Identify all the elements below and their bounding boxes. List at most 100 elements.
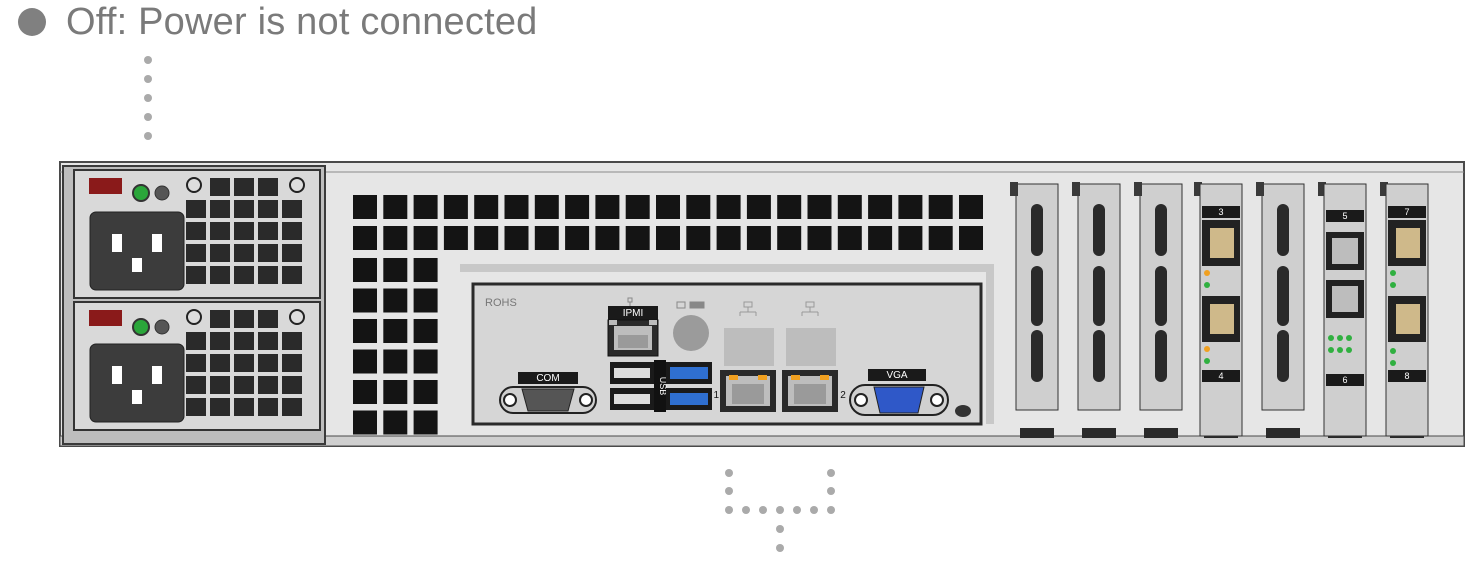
slot-vent [1277,266,1289,326]
vent-hole [413,410,438,435]
power-supply-2 [73,301,321,431]
vent-hole [413,258,438,282]
vent-hole [504,195,529,219]
vent-hole [716,226,741,250]
vent-hole [868,226,893,250]
lan2-label: 2 [840,390,846,401]
vent-hole [353,380,377,404]
vent-hole [686,195,711,219]
slot-vent [1031,266,1043,326]
rohs-label: ROHS [485,297,517,309]
usb-ports[interactable]: USB [610,360,712,412]
slot-latch [1134,182,1142,196]
screw-icon [289,177,305,193]
status-dot-icon [18,8,46,36]
slot-4-label: 4 [1218,371,1223,381]
vent-hole [383,410,408,435]
screw-icon [186,309,202,325]
vent-hole [959,226,983,250]
lan-port-1[interactable]: 1 [713,301,776,412]
slot-latch [1256,182,1264,196]
vent-hole [474,226,499,250]
expansion-slots [1010,182,1424,438]
slot-vent [1155,330,1167,382]
vent-hole [928,195,953,219]
vent-hole [898,226,923,250]
vent-hole [656,195,680,219]
com-label: COM [536,373,559,384]
addon-card-3-4: 3 4 [1199,183,1243,437]
screw-icon [289,309,305,325]
slot-vent [1093,204,1105,256]
id-button-icon [676,301,705,309]
psu-power-led-icon [132,318,150,336]
uid-button[interactable] [673,301,709,351]
slot-5-label: 5 [1342,211,1347,221]
vent-hole [383,349,408,374]
slot-8-label: 8 [1404,371,1409,381]
slot-latch [1010,182,1018,196]
vent-hole [898,195,923,219]
slot-tab [1020,428,1054,438]
power-state-legend: Off: Power is not connected [18,0,538,44]
vent-hole [413,288,438,313]
vent-hole [928,226,953,250]
slot-vent [1277,330,1289,382]
ipmi-port[interactable]: IPMI [607,297,659,357]
slot-tab [1082,428,1116,438]
slot-vent [1031,204,1043,256]
vent-hole [353,258,377,282]
network-icon [627,297,633,306]
vent-hole [383,380,408,404]
vent-hole [474,195,499,219]
vent-hole [353,226,377,250]
vga-port[interactable]: VGA [849,369,949,416]
vent-hole [353,319,377,343]
vent-hole [837,226,862,250]
addon-card-5-6: 5 6 [1323,183,1367,437]
vent-hole [625,226,650,250]
slot-vent [1093,330,1105,382]
vent-hole [413,226,438,250]
psu-fault-led-icon [89,178,122,194]
vent-hole [413,380,438,404]
network-icon [739,301,757,316]
vent-hole [413,349,438,374]
power-state-label: Off: Power is not connected [66,0,538,43]
lan-port-2[interactable]: 2 [782,301,846,412]
com-port[interactable]: COM [499,372,597,414]
vent-hole [807,195,832,219]
slot-vent [1155,266,1167,326]
vent-hole [777,195,802,219]
vent-hole [383,288,408,313]
slot-latch [1380,182,1388,196]
slot-latch [1318,182,1326,196]
vent-hole [656,226,680,250]
addon-card-7-8: 7 8 [1385,183,1429,437]
vent-hole [534,195,559,219]
vent-hole [383,195,408,219]
vent-hole [353,195,377,219]
vent-hole [504,226,529,250]
vent-hole [413,319,438,343]
slot-3-label: 3 [1218,207,1223,217]
vent-hole [868,195,893,219]
vent-hole [686,226,711,250]
vent-hole [383,319,408,343]
vent-hole [777,226,802,250]
vent-grid [353,195,983,435]
slot-vent [1155,204,1167,256]
psu-power-led-icon [132,184,150,202]
vent-hole [353,288,377,313]
slot-latch [1072,182,1080,196]
slot-tab [1144,428,1178,438]
ipmi-label: IPMI [623,308,644,319]
vent-hole [353,410,377,435]
slot-vent [1031,330,1043,382]
vent-hole [443,195,468,219]
vent-hole [383,226,408,250]
psu-fault-led-icon [89,310,122,326]
vent-hole [746,226,771,250]
vent-hole [625,195,650,219]
screw-icon [186,177,202,193]
